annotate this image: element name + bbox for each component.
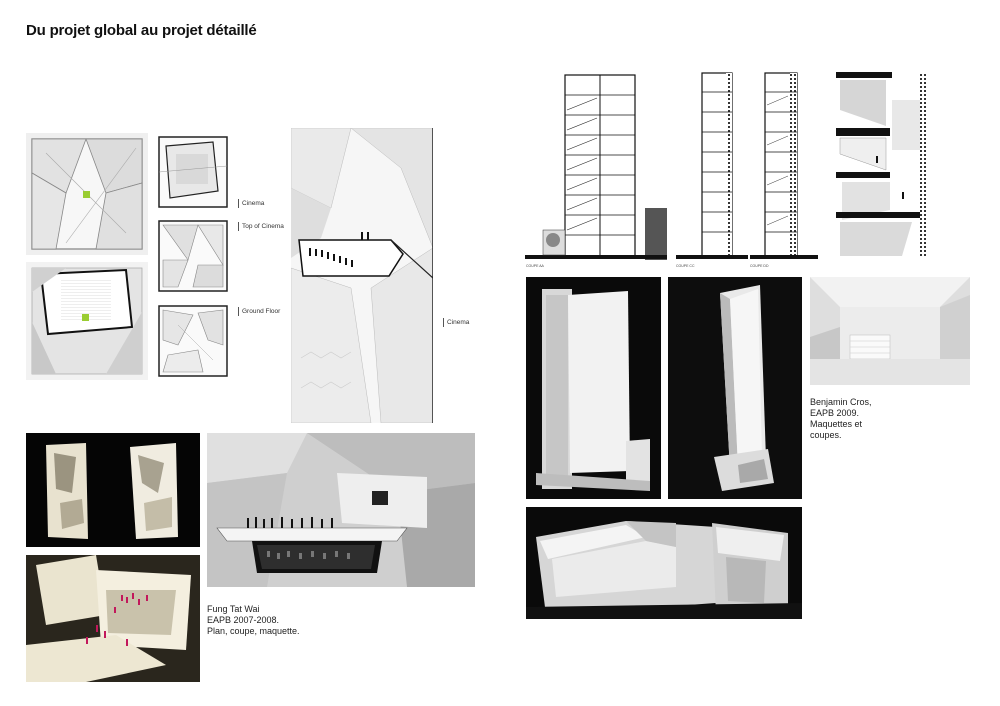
caption-benjamin-cros: Benjamin Cros, EAPB 2009. Maquettes et c… bbox=[810, 397, 872, 440]
photo-model-top-view bbox=[526, 507, 802, 619]
label-section-cinema: Cinema bbox=[438, 318, 469, 327]
photo-tower-model-front bbox=[526, 277, 661, 499]
floor-plan-top-of-cinema bbox=[158, 220, 228, 292]
render-interior-room bbox=[810, 277, 970, 385]
photo-model-figures bbox=[26, 555, 200, 682]
render-cinema-interior bbox=[207, 433, 475, 587]
section-coupe-dd bbox=[750, 70, 818, 262]
label-coupe-cc: COUPE CC bbox=[676, 264, 695, 268]
label-coupe-dd: COUPE DD bbox=[750, 264, 769, 268]
floor-plan-cinema bbox=[158, 136, 228, 208]
section-perspective bbox=[832, 70, 930, 262]
floor-plan-ground bbox=[158, 305, 228, 377]
label-top-of-cinema: Top of Cinema bbox=[233, 222, 284, 231]
section-drawing-cinema bbox=[291, 128, 433, 423]
section-coupe-aa bbox=[525, 70, 667, 262]
site-plan-upper bbox=[26, 133, 148, 255]
photo-tower-model-angle bbox=[668, 277, 802, 499]
label-ground-floor: Ground Floor bbox=[233, 307, 280, 316]
section-coupe-cc bbox=[676, 70, 748, 262]
label-cinema: Cinema bbox=[233, 199, 264, 208]
label-coupe-aa: COUPE AA bbox=[526, 264, 544, 268]
caption-fung-tat-wai: Fung Tat Wai EAPB 2007-2008. Plan, coupe… bbox=[207, 604, 300, 636]
site-plan-lower bbox=[26, 262, 148, 380]
page-title: Du projet global au projet détaillé bbox=[26, 22, 257, 39]
photo-models-black bbox=[26, 433, 200, 547]
